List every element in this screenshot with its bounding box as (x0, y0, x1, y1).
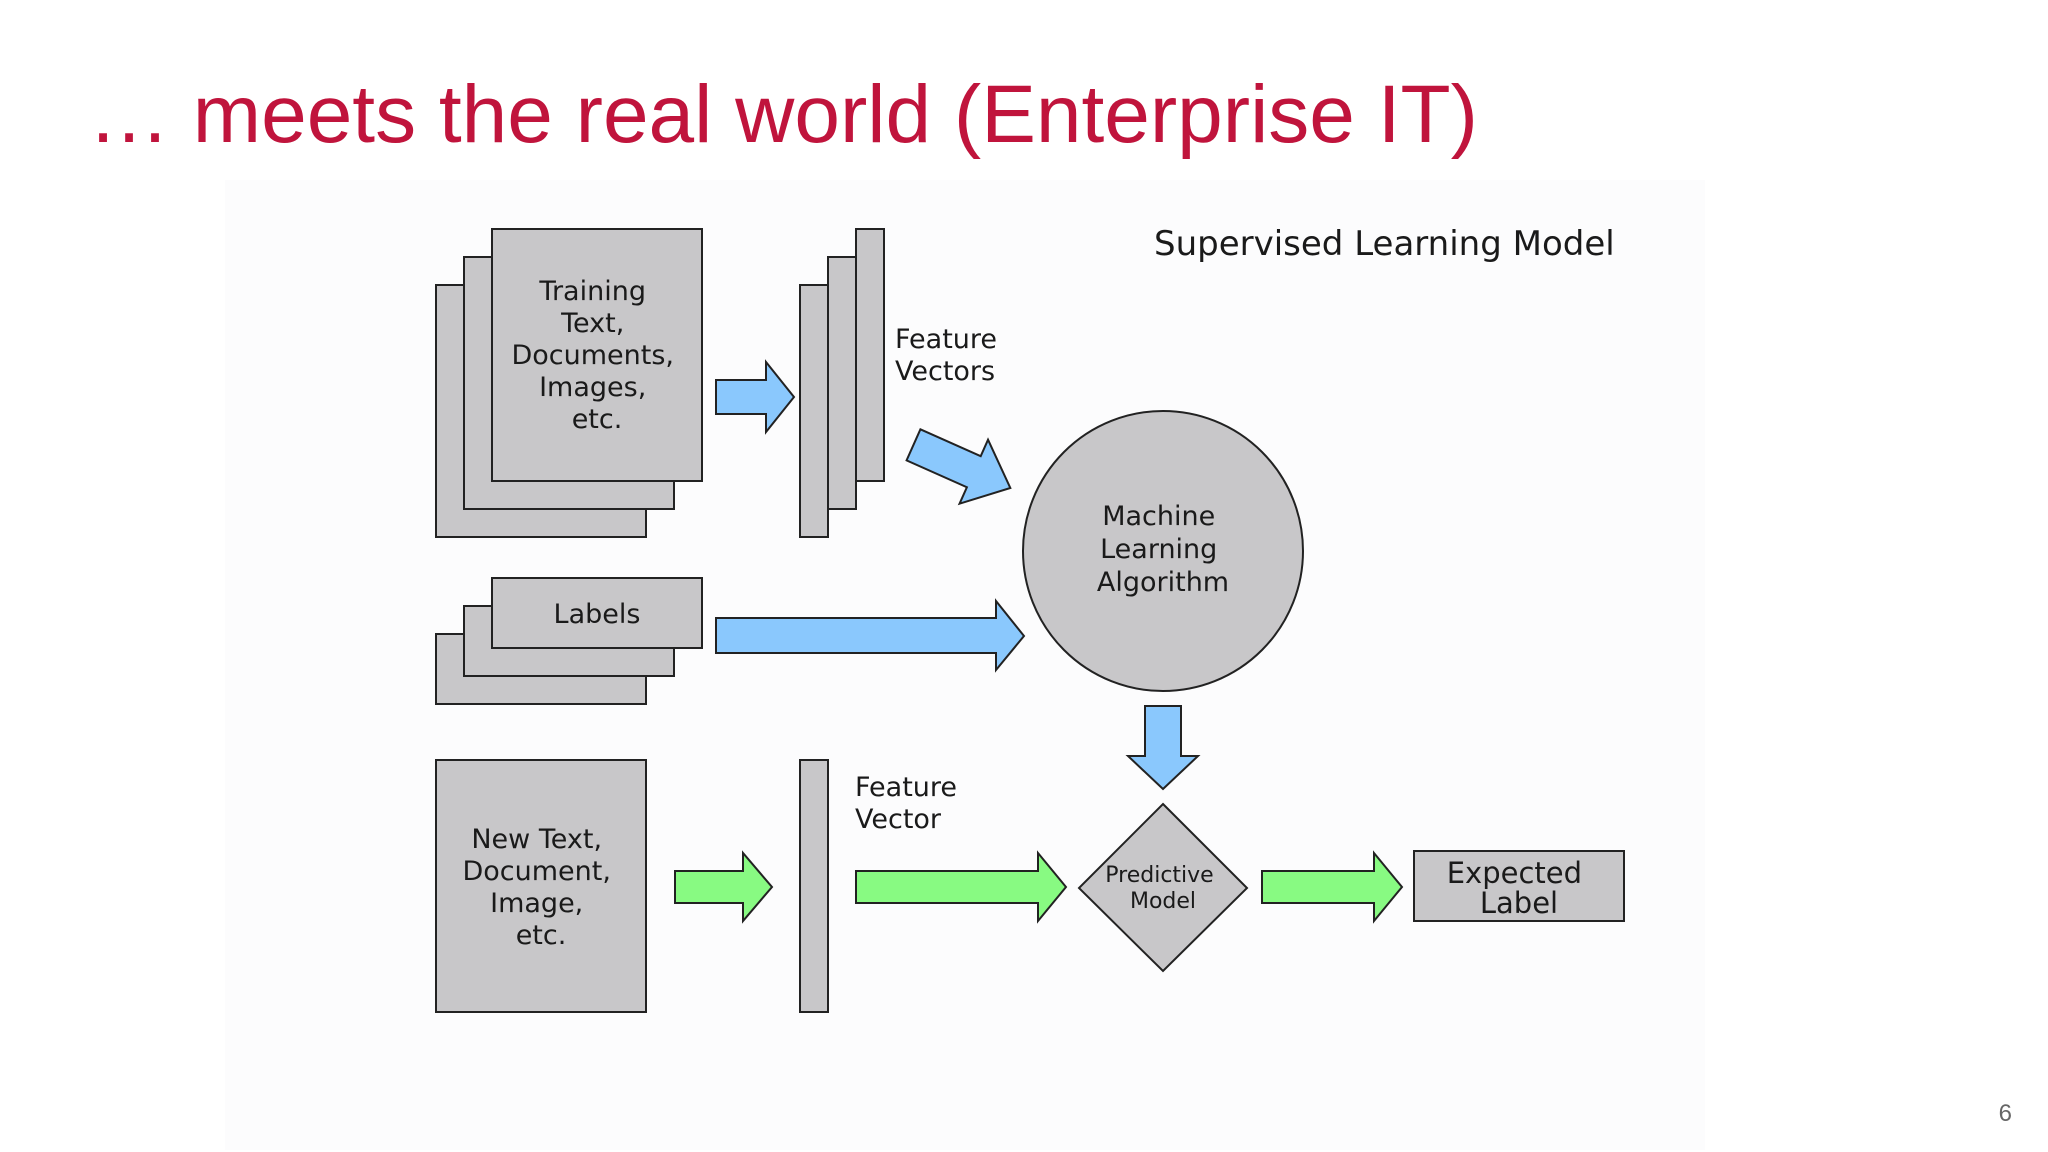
algorithm-label: Machine Learning Algorithm (1097, 501, 1229, 598)
slide-title: … meets the real world (Enterprise IT) (88, 69, 1478, 160)
feature-vector-label: Feature Vector (855, 772, 966, 835)
training-docs-stack: Training Text, Documents, Images, etc. (435, 228, 703, 538)
expected-label-node (1413, 850, 1625, 922)
feature-vector-line: Vector (855, 804, 942, 835)
feature-vectors-label: Feature Vectors (895, 324, 1006, 387)
training-docs-label: Training Text, Documents, Images, etc. (511, 276, 682, 435)
feature-vector-back (799, 284, 829, 538)
arrow-model-to-label (1261, 850, 1404, 924)
feature-vector-line: Feature (855, 772, 957, 803)
feature-vector-middle (827, 256, 857, 510)
expected-label-line: Expected (1447, 856, 1582, 890)
algorithm-line: Learning (1100, 534, 1217, 565)
labels-label: Labels (554, 599, 641, 630)
algorithm-line: Algorithm (1097, 567, 1229, 598)
arrow-docs-to-vectors (715, 359, 796, 435)
training-docs-line: Text, (560, 308, 624, 339)
arrow-doc-to-vector (674, 850, 774, 924)
new-doc-line: New Text, (471, 824, 602, 855)
arrow-algorithm-to-model (1125, 705, 1201, 791)
predictive-model-node (1077, 802, 1249, 973)
new-doc-line: Document, (462, 856, 610, 887)
arrow-labels-to-algorithm (715, 598, 1026, 673)
expected-label-line: Label (1480, 886, 1558, 920)
training-docs-line: etc. (572, 404, 623, 435)
feature-vectors-line: Feature (895, 324, 997, 355)
new-doc-line: Image, (490, 888, 583, 919)
training-doc-front (491, 228, 703, 482)
new-doc-node (435, 759, 647, 1013)
diagram-title: Supervised Learning Model (1154, 224, 1615, 264)
algorithm-line: Machine (1102, 501, 1215, 532)
predictive-model-line: Predictive (1105, 863, 1213, 888)
page-number: 6 (1998, 1100, 2012, 1127)
algorithm-node (1022, 410, 1304, 692)
feature-vectors-stack (799, 228, 885, 538)
new-doc-label: New Text, Document, Image, etc. (462, 824, 619, 951)
predictive-model-line: Model (1130, 889, 1196, 914)
feature-vector-front (855, 228, 885, 482)
feature-vector-node (799, 759, 829, 1013)
training-docs-line: Images, (539, 372, 646, 403)
arrow-vector-to-model (855, 850, 1068, 924)
new-doc-line: etc. (516, 920, 567, 951)
predictive-model-label: Predictive Model (1105, 863, 1220, 914)
labels-stack: Labels (435, 577, 703, 705)
feature-vectors-line: Vectors (895, 356, 995, 387)
training-docs-line: Training (538, 276, 646, 307)
expected-label-text: Expected Label (1447, 856, 1592, 920)
arrow-vectors-to-algorithm (905, 427, 1012, 506)
training-docs-line: Documents, (511, 340, 674, 371)
labels-front (491, 577, 703, 649)
